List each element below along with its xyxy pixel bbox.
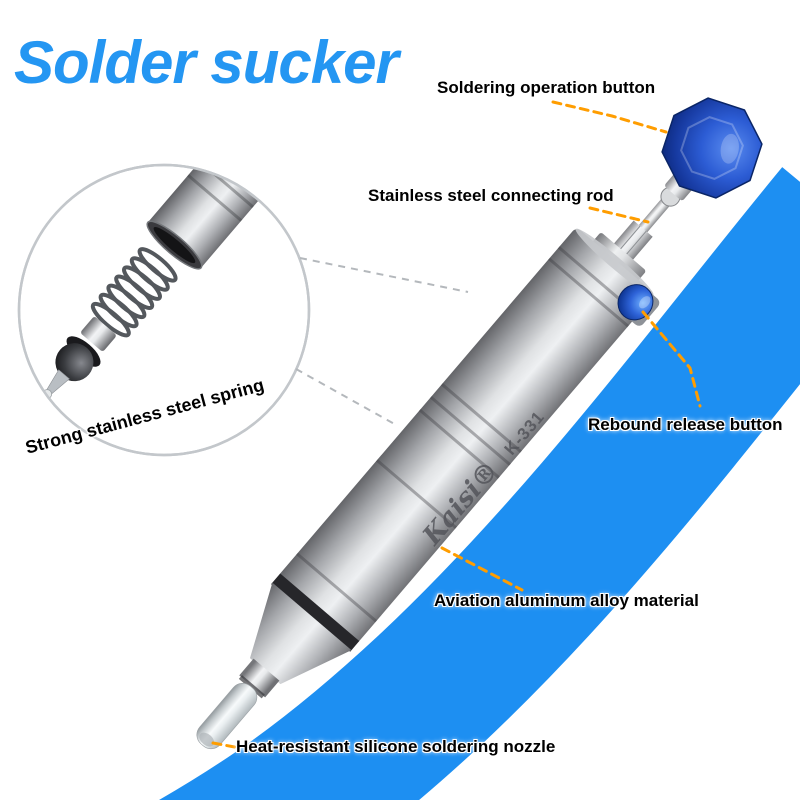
page-title: Solder sucker — [14, 29, 399, 96]
nozzle-tip-opening — [199, 732, 215, 747]
zoom-circle-rim — [17, 163, 311, 457]
black-seal-ring — [271, 573, 360, 652]
leader-body-material — [440, 546, 524, 592]
callout-nozzle: Heat-resistant silicone soldering nozzle — [236, 737, 556, 756]
operation-knob-facet — [680, 116, 744, 180]
body-end-cap — [575, 228, 654, 296]
magnifier-connector-bottom — [295, 368, 399, 427]
piston-cap — [81, 317, 116, 351]
silicone-nozzle-tip — [196, 682, 258, 750]
piston-head — [55, 343, 94, 382]
spring-coil — [90, 247, 178, 338]
nozzle-collar-ring — [238, 675, 265, 699]
callout-body-material: Aviation aluminum alloy material — [434, 591, 699, 610]
rebound-button-highlight — [639, 296, 651, 309]
callout-operation-button: Soldering operation button — [437, 78, 656, 97]
magnifier-connectors — [295, 257, 469, 427]
callout-rebound-button: Rebound release button — [588, 415, 783, 434]
operation-knob-highlight — [720, 133, 739, 164]
nozzle-collar — [239, 658, 280, 698]
leader-nozzle — [211, 741, 242, 750]
operation-knob — [661, 97, 763, 199]
solder-sucker-tool: Kaisi® K-331 — [196, 97, 763, 750]
magnifier-connector-top — [299, 257, 469, 293]
nozzle-cone — [249, 582, 352, 685]
blue-swoosh — [159, 167, 800, 800]
inset-tube-bore — [153, 227, 196, 264]
leader-rebound-button — [641, 310, 702, 408]
body-grooves — [296, 246, 639, 623]
tool-body — [278, 229, 653, 644]
callout-connecting-rod: Stainless steel connecting rod — [368, 186, 614, 205]
leader-connecting-rod — [588, 206, 650, 224]
leader-lines — [211, 100, 702, 750]
rebound-button — [617, 284, 654, 321]
leader-operation-button — [551, 100, 668, 134]
